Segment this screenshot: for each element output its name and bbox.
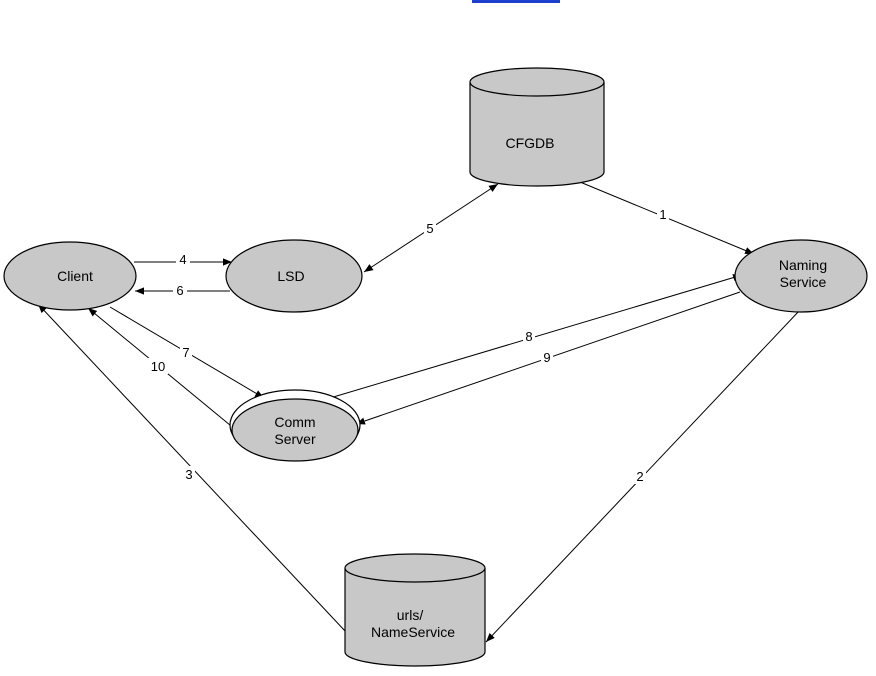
comm-server-ellipse [231, 398, 359, 462]
naming-service-ellipse [734, 239, 868, 313]
edge-label-2: 2 [636, 469, 643, 484]
node-urls-nameservice: urls/ NameService [344, 553, 486, 667]
node-lsd: LSD [225, 239, 363, 313]
edge-label-9: 9 [543, 350, 550, 365]
cfgdb-cylinder-top [469, 67, 605, 97]
lsd-label: LSD [277, 268, 304, 284]
node-naming-service: Naming Service [734, 239, 868, 313]
edge-label-3: 3 [185, 467, 192, 482]
urls-nameservice-label-line1: urls/ [397, 607, 424, 623]
edge-labels: 1 2 3 4 5 6 7 8 9 10 [148, 206, 669, 484]
cfgdb-label: CFGDB [506, 135, 555, 151]
edge-label-6: 6 [176, 283, 183, 298]
comm-server-label-line2: Server [274, 431, 316, 447]
client-ellipse [3, 241, 137, 311]
edge-label-1: 1 [659, 207, 666, 222]
lsd-ellipse [225, 239, 363, 313]
node-client: Client [3, 241, 137, 311]
urls-nameservice-cylinder-body [344, 568, 486, 667]
urls-nameservice-label-line2: NameService [371, 624, 455, 640]
comm-server-label-line1: Comm [274, 414, 315, 430]
client-label: Client [57, 268, 93, 284]
edge-label-7: 7 [182, 345, 189, 360]
top-link-underline[interactable] [472, 0, 560, 3]
edge-8-line [329, 274, 743, 399]
edge-label-5: 5 [426, 221, 433, 236]
edge-label-8: 8 [525, 329, 532, 344]
naming-service-label-line2: Service [780, 274, 827, 290]
naming-service-label-line1: Naming [779, 257, 827, 273]
edge-label-4: 4 [179, 252, 186, 267]
node-comm-server: Comm Server [229, 389, 361, 462]
cfgdb-cylinder-body [469, 82, 605, 187]
node-cfgdb: CFGDB [469, 67, 605, 187]
urls-nameservice-cylinder-top [344, 553, 486, 583]
edge-label-10: 10 [151, 359, 165, 374]
